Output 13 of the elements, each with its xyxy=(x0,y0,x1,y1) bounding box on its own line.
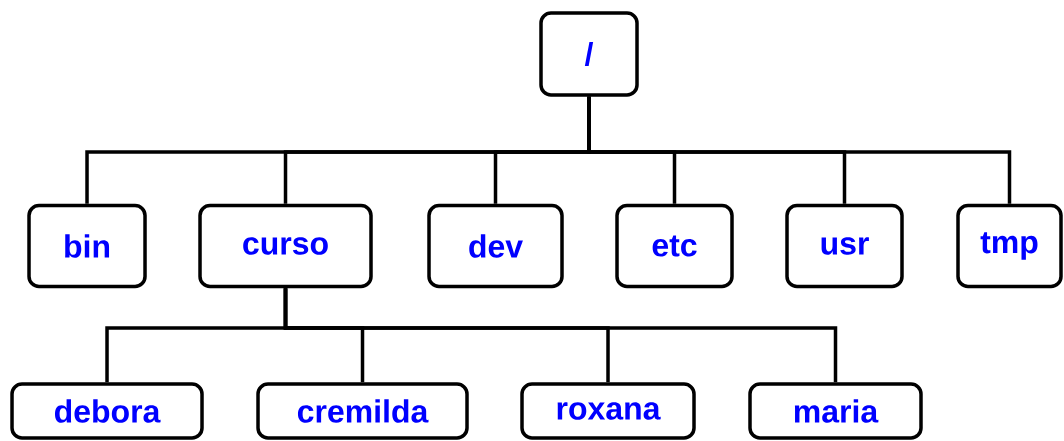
folder-box: curso xyxy=(198,203,373,289)
tree-line xyxy=(587,96,1012,204)
folder-box: / xyxy=(539,11,639,97)
folder-box: debora xyxy=(10,382,204,440)
folder-box: cremilda xyxy=(256,382,469,440)
tree-line xyxy=(283,288,838,383)
folder-box: roxana xyxy=(520,382,696,440)
folder-box: dev xyxy=(427,203,564,289)
folder-box: etc xyxy=(615,203,734,289)
folder-box: tmp xyxy=(956,203,1063,289)
folder-box: usr xyxy=(785,203,904,289)
folder-box: bin xyxy=(27,203,147,289)
folder-box: maria xyxy=(748,382,923,440)
